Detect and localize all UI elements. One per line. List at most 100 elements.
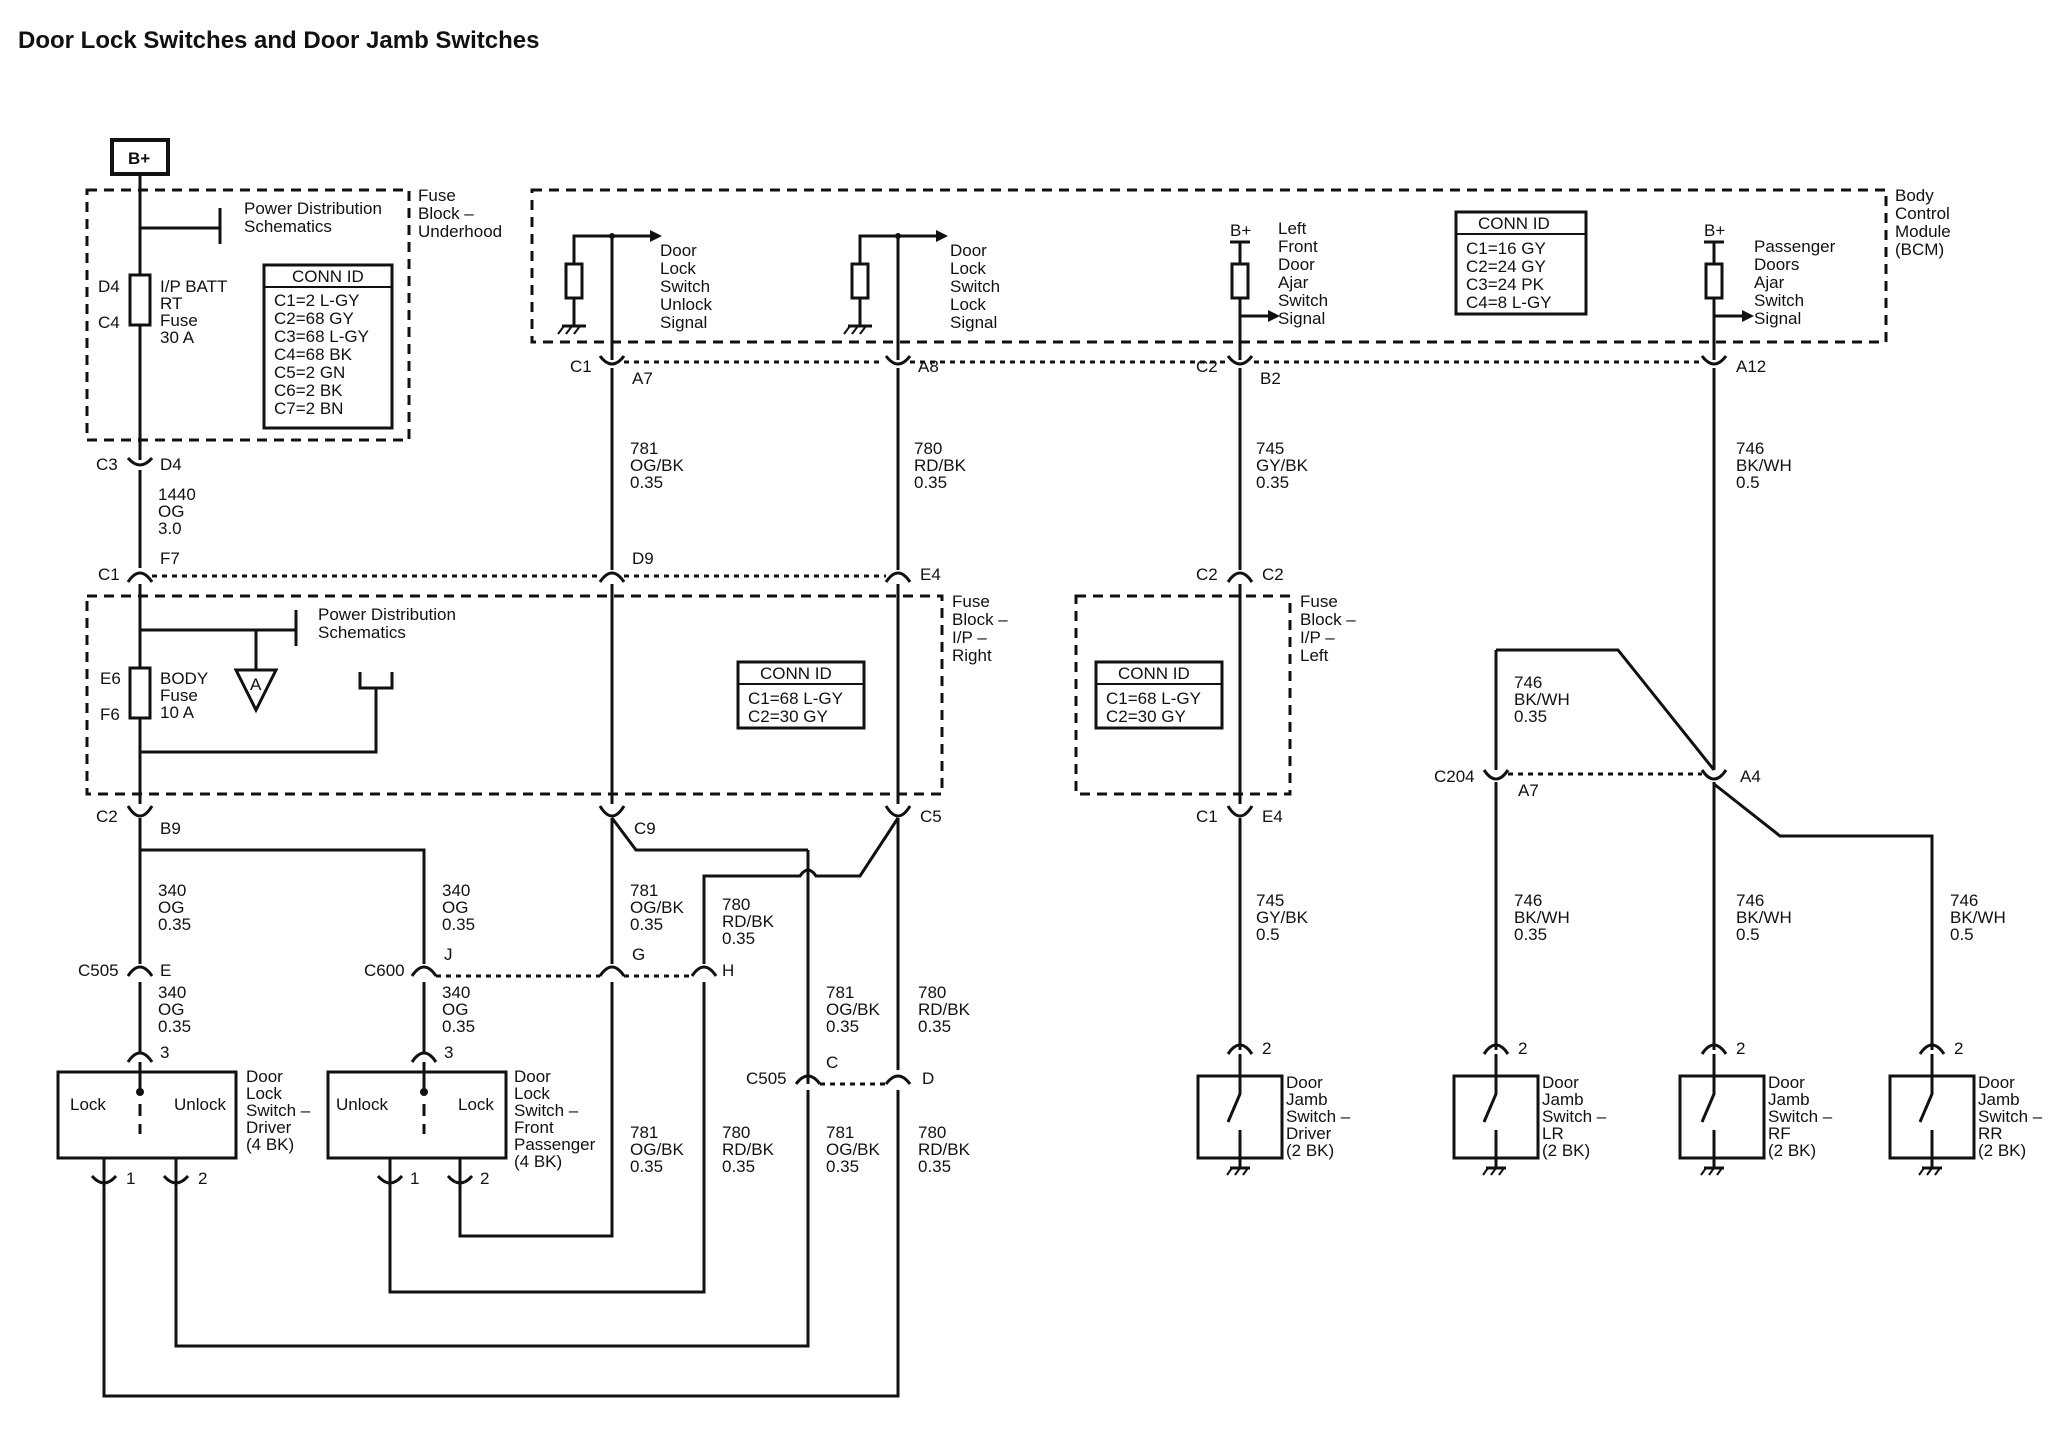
svg-text:Door: Door — [514, 1067, 551, 1086]
wire-label-781c: 781 OG/BK 0.35 — [630, 1123, 685, 1176]
svg-text:0.5: 0.5 — [1736, 473, 1760, 492]
fuse-block-underhood — [85, 188, 411, 442]
svg-text:340: 340 — [158, 881, 186, 900]
svg-text:OG/BK: OG/BK — [630, 1140, 685, 1159]
pin-label-2f: 2 — [1954, 1039, 1963, 1058]
svg-text:780: 780 — [722, 895, 750, 914]
wire-label-781b: 781 OG/BK 0.35 — [630, 881, 685, 934]
svg-text:GY/BK: GY/BK — [1256, 456, 1309, 475]
svg-text:0.35: 0.35 — [826, 1017, 859, 1036]
jamb-switch-rr — [1888, 1043, 1976, 1176]
connector-c2-b2 — [1226, 355, 1254, 366]
svg-text:RD/BK: RD/BK — [722, 1140, 775, 1159]
ip-right-internal-tap — [140, 672, 394, 754]
svg-text:781: 781 — [630, 881, 658, 900]
wire-label-1440: 1440 OG 3.0 — [158, 485, 196, 538]
conn-label-c1c: C1 — [1196, 807, 1218, 826]
conn-label-d4: D4 — [160, 455, 182, 474]
ip-batt-fuse — [128, 273, 152, 327]
connector-c1-f7 — [126, 571, 154, 583]
svg-text:C1=2 L-GY: C1=2 L-GY — [274, 291, 360, 310]
svg-text:0.35: 0.35 — [630, 473, 663, 492]
conn-label-d: D — [922, 1069, 934, 1088]
svg-text:Driver: Driver — [1286, 1124, 1332, 1143]
svg-text:Module: Module — [1895, 222, 1951, 241]
passenger-lock-switch-label: Door Lock Switch – Front Passenger (4 BK… — [514, 1067, 596, 1171]
svg-text:Switch –: Switch – — [246, 1101, 311, 1120]
svg-text:Switch: Switch — [1278, 291, 1328, 310]
svg-text:BODY: BODY — [160, 669, 208, 688]
conn-label-f7: F7 — [160, 549, 180, 568]
svg-text:Unlock: Unlock — [660, 295, 712, 314]
wire-781-crossover — [610, 817, 808, 852]
jamb-switch-driver — [1196, 1043, 1284, 1176]
svg-text:RD/BK: RD/BK — [914, 456, 967, 475]
wire-780-to-pass-unlock — [388, 982, 706, 1294]
bcm-label: Body Control Module (BCM) — [1895, 186, 1951, 259]
driver-switch-lock-label: Lock — [70, 1095, 106, 1114]
conn-label-e: E — [160, 961, 171, 980]
pass-switch-unlock-label: Unlock — [336, 1095, 388, 1114]
wire-781-to-pass-lock — [458, 982, 614, 1238]
svg-text:781: 781 — [630, 439, 658, 458]
jamb-switch-rf-label: Door Jamb Switch – RF (2 BK) — [1768, 1073, 1833, 1160]
svg-text:Jamb: Jamb — [1768, 1090, 1810, 1109]
svg-text:CONN ID: CONN ID — [1478, 214, 1550, 233]
svg-text:Door: Door — [1286, 1073, 1323, 1092]
svg-text:C2=68 GY: C2=68 GY — [274, 309, 354, 328]
svg-text:Jamb: Jamb — [1978, 1090, 2020, 1109]
svg-text:Power Distribution: Power Distribution — [318, 605, 456, 624]
svg-text:Switch: Switch — [660, 277, 710, 296]
conn-label-a7: A7 — [632, 369, 653, 388]
conn-label-a8: A8 — [918, 357, 939, 376]
svg-text:OG: OG — [158, 502, 184, 521]
svg-text:Switch: Switch — [950, 277, 1000, 296]
conn-label-a7b: A7 — [1518, 781, 1539, 800]
fuse-block-ip-right — [85, 594, 944, 796]
fuse-block-ip-left — [1074, 594, 1292, 796]
connector-c204-a7 — [1482, 769, 1510, 781]
svg-text:Door: Door — [1768, 1073, 1805, 1092]
power-dist-label-mid: Power Distribution Schematics — [318, 605, 456, 642]
svg-text:(2 BK): (2 BK) — [1978, 1141, 2026, 1160]
svg-text:0.35: 0.35 — [1256, 473, 1289, 492]
svg-text:Body: Body — [1895, 186, 1934, 205]
pin-label-1b: 1 — [410, 1169, 419, 1188]
jamb-switch-lr — [1452, 1043, 1540, 1176]
svg-text:(BCM): (BCM) — [1895, 240, 1944, 259]
connector-c2-c2 — [1226, 571, 1254, 583]
svg-text:RD/BK: RD/BK — [918, 1000, 971, 1019]
pin-label-2b: 2 — [480, 1169, 489, 1188]
svg-text:0.35: 0.35 — [918, 1157, 951, 1176]
connector-pin1-pass — [376, 1174, 404, 1185]
connector-c2-b9 — [126, 805, 154, 818]
svg-text:C5=2 GN: C5=2 GN — [274, 363, 345, 382]
underhood-label: Fuse Block – Underhood — [418, 186, 502, 241]
fuse-pin-d4: D4 — [98, 277, 120, 296]
svg-text:Door: Door — [660, 241, 697, 260]
svg-text:Ajar: Ajar — [1754, 273, 1785, 292]
svg-text:Schematics: Schematics — [318, 623, 406, 642]
diagram-title: Door Lock Switches and Door Jamb Switche… — [18, 27, 539, 54]
conn-label-c2a: C2 — [1196, 357, 1218, 376]
bplus-lf: B+ — [1230, 221, 1251, 240]
svg-text:Signal: Signal — [950, 313, 997, 332]
connector-c1-a7 — [598, 355, 626, 366]
jamb-switch-rr-label: Door Jamb Switch – RR (2 BK) — [1978, 1073, 2043, 1160]
svg-text:(4 BK): (4 BK) — [246, 1135, 294, 1154]
connector-pin1-driver — [90, 1174, 118, 1185]
svg-text:340: 340 — [442, 881, 470, 900]
svg-text:1440: 1440 — [158, 485, 196, 504]
svg-text:BK/WH: BK/WH — [1736, 908, 1792, 927]
ip-left-label: Fuse Block – I/P – Left — [1300, 592, 1356, 665]
connector-a12 — [1700, 355, 1728, 366]
conn-id-bcm: CONN ID C1=16 GY C2=24 GY C3=24 PK C4=8 … — [1454, 210, 1588, 316]
conn-label-b9: B9 — [160, 819, 181, 838]
pin-label-2d: 2 — [1518, 1039, 1527, 1058]
wire-label-780b: 780 RD/BK 0.35 — [722, 895, 775, 948]
svg-text:Left: Left — [1300, 646, 1329, 665]
fuse-pin-c4: C4 — [98, 313, 120, 332]
svg-text:Fuse: Fuse — [160, 686, 198, 705]
connector-pin3-driver — [126, 1051, 154, 1063]
svg-text:0.35: 0.35 — [1514, 925, 1547, 944]
